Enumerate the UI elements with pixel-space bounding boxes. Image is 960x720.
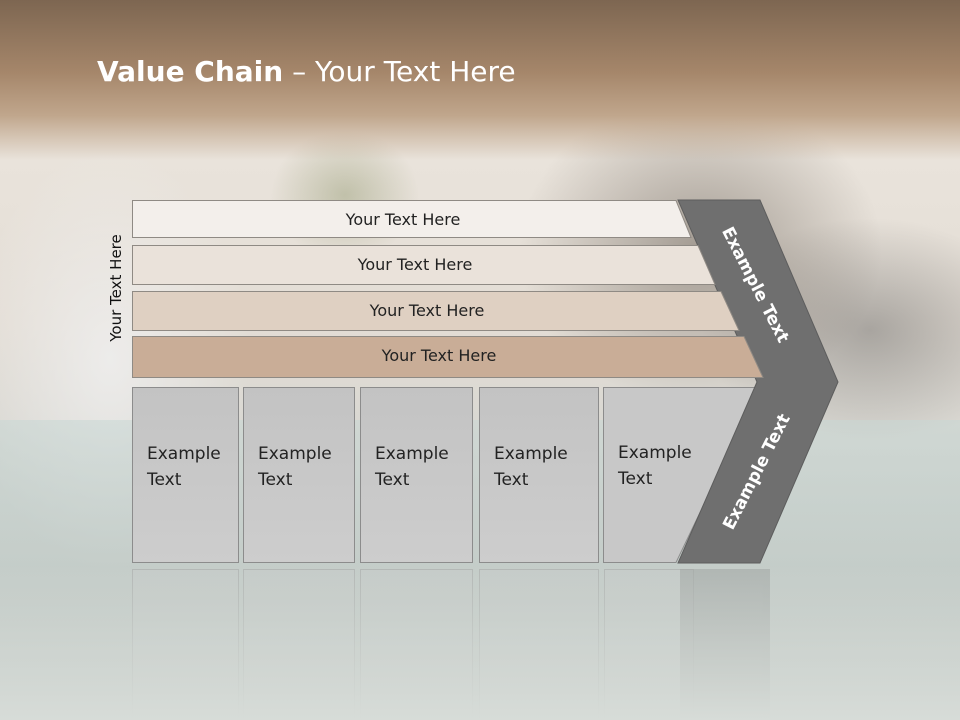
band-3-shape [132, 291, 740, 331]
band-shape [132, 336, 764, 378]
band-4-shape [132, 336, 764, 378]
box-2-line-1: Example [258, 444, 332, 464]
slide-title: Value Chain – Your Text Here [97, 55, 516, 88]
box-1-line-2: Text [147, 470, 182, 490]
box-3-line-2: Text [375, 470, 410, 490]
box-1-line-1: Example [147, 444, 221, 464]
box-2-line-2: Text [258, 470, 293, 490]
activity-box-5-shape [603, 387, 761, 563]
box-4-line-2: Text [494, 470, 529, 490]
box-5-line-1: Example [618, 443, 692, 463]
margin-chevron[interactable] [676, 199, 842, 565]
band-shape [132, 200, 692, 238]
title-rest: – Your Text Here [283, 55, 516, 88]
band-3-label: Your Text Here [369, 300, 485, 320]
activity-box-4[interactable]: Example Text [479, 387, 599, 563]
activity-box-3[interactable]: Example Text [360, 387, 473, 563]
band-1-shape [132, 200, 692, 238]
band-2-label: Your Text Here [357, 254, 473, 274]
band-1-label: Your Text Here [345, 209, 461, 229]
band-2[interactable]: Your Text Here [132, 245, 716, 285]
header-bar [0, 0, 960, 160]
band-shape [132, 245, 716, 285]
activity-box-5[interactable]: Example Text [604, 387, 694, 563]
band-3[interactable]: Your Text Here [132, 291, 740, 331]
box-4-line-1: Example [494, 444, 568, 464]
box-3-line-1: Example [375, 444, 449, 464]
side-label: Your Text Here [107, 234, 125, 342]
box-5-line-2: Text [618, 469, 653, 489]
title-bold: Value Chain [97, 55, 284, 88]
band-2-shape [132, 245, 716, 285]
band-shape [132, 291, 740, 331]
band-4[interactable]: Your Text Here [132, 336, 764, 378]
activity-box-1[interactable]: Example Text [132, 387, 239, 563]
chevron-shape [677, 199, 839, 564]
band-1[interactable]: Your Text Here [132, 200, 692, 238]
activity-box-2[interactable]: Example Text [243, 387, 355, 563]
band-4-label: Your Text Here [381, 345, 497, 365]
